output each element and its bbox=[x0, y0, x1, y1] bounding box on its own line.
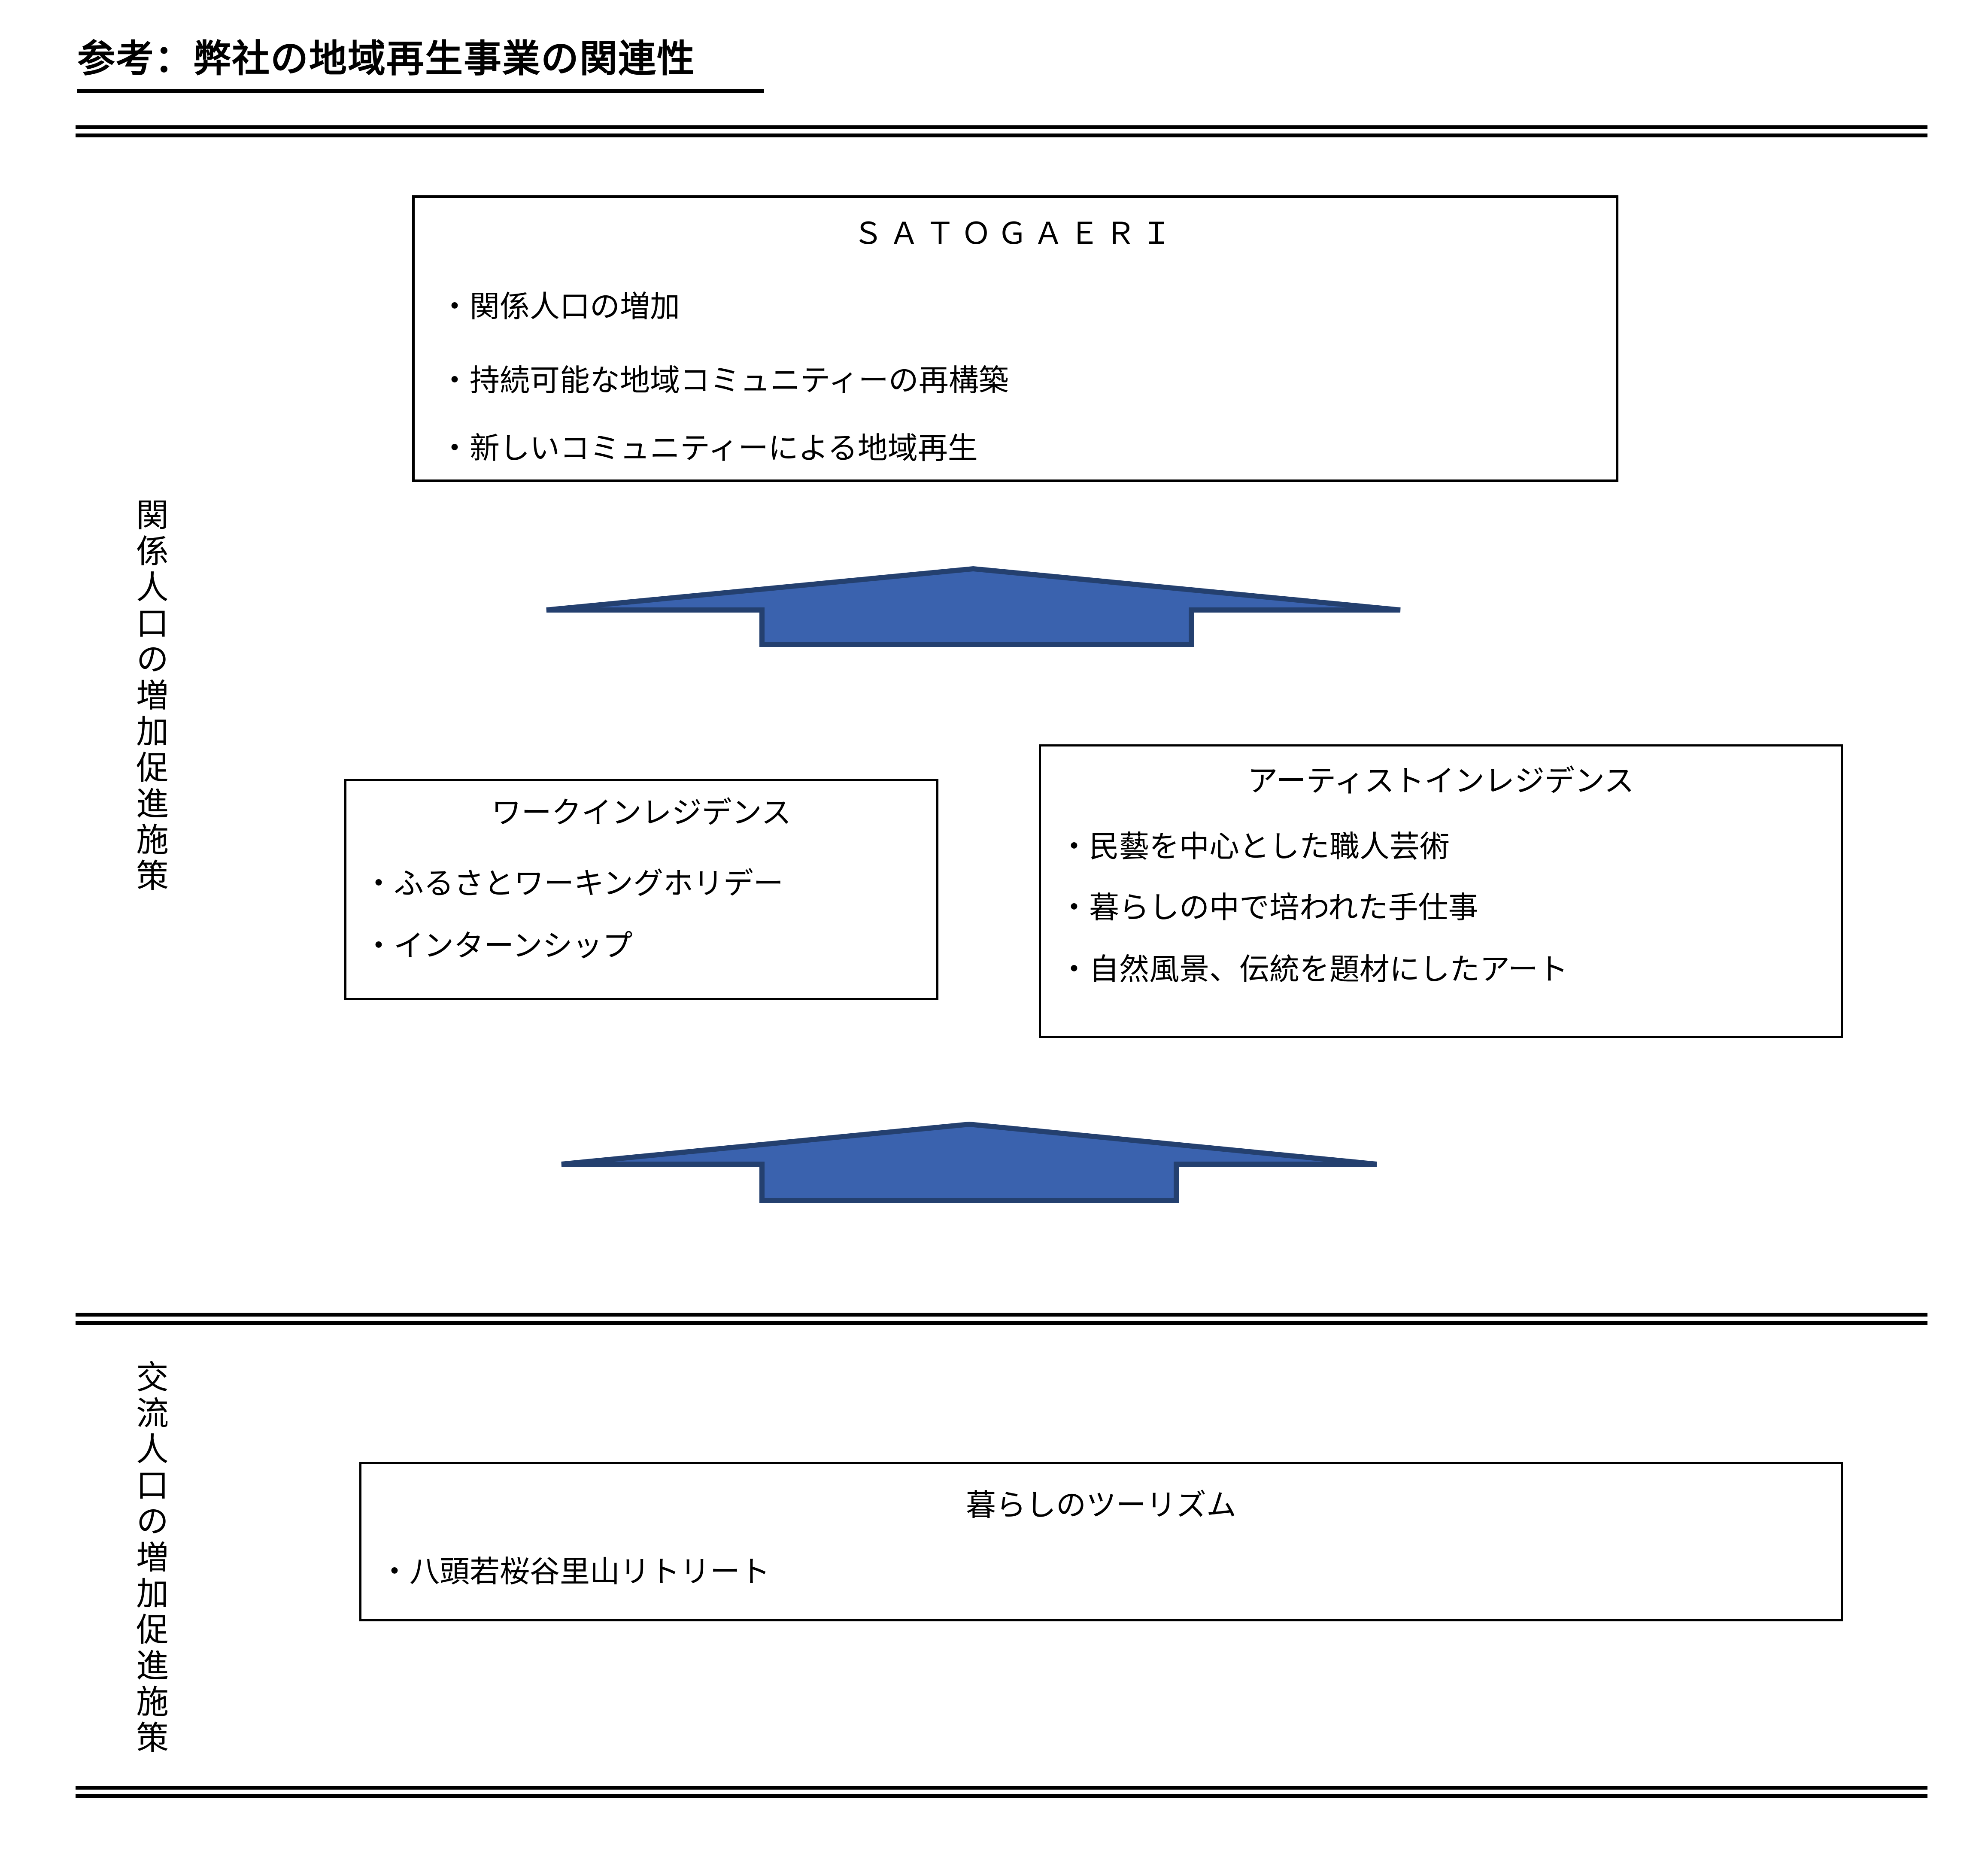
artist-in-residence-box: アーティストインレジデンス ・民藝を中心とした職人芸術 ・暮らしの中で培われた手… bbox=[1039, 744, 1843, 1038]
satogaeri-bullet: ・持続可能な地域コミュニティーの再構築 bbox=[440, 363, 1009, 398]
middle-double-rule bbox=[76, 1313, 1927, 1325]
living-tourism-box: 暮らしのツーリズム ・八頭若桜谷里山リトリート bbox=[359, 1462, 1843, 1621]
up-arrow-icon bbox=[543, 566, 1404, 647]
work-in-residence-bullet: ・ふるさとワーキングホリデー bbox=[364, 866, 783, 901]
work-in-residence-title: ワークインレジデンス bbox=[491, 795, 792, 830]
artist-in-residence-bullet: ・自然風景、伝統を題材にしたアート bbox=[1059, 952, 1568, 987]
satogaeri-bullet: ・新しいコミュニティーによる地域再生 bbox=[440, 431, 978, 466]
living-tourism-title: 暮らしのツーリズム bbox=[966, 1487, 1236, 1523]
page-title: 参考：弊社の地域再生事業の関連性 bbox=[77, 36, 764, 93]
satogaeri-box-title: ＳＡＴＯＧＡＥＲＩ bbox=[853, 216, 1178, 251]
artist-in-residence-title: アーティストインレジデンス bbox=[1247, 763, 1634, 798]
top-double-rule bbox=[76, 125, 1927, 137]
side-label-exchange-population: 交流人口の増加促進施策 bbox=[131, 1360, 169, 1757]
artist-in-residence-bullet: ・暮らしの中で培われた手仕事 bbox=[1059, 890, 1478, 925]
satogaeri-box: ＳＡＴＯＧＡＥＲＩ ・関係人口の増加 ・持続可能な地域コミュニティーの再構築 ・… bbox=[412, 195, 1618, 482]
work-in-residence-box: ワークインレジデンス ・ふるさとワーキングホリデー ・インターンシップ bbox=[344, 779, 938, 1000]
side-label-related-population: 関係人口の増加促進施策 bbox=[131, 498, 169, 895]
up-arrow-icon bbox=[558, 1121, 1380, 1204]
bottom-double-rule bbox=[76, 1786, 1927, 1798]
living-tourism-bullet: ・八頭若桜谷里山リトリート bbox=[379, 1554, 770, 1589]
work-in-residence-bullet: ・インターンシップ bbox=[364, 928, 633, 963]
satogaeri-bullet: ・関係人口の増加 bbox=[440, 289, 680, 324]
artist-in-residence-bullet: ・民藝を中心とした職人芸術 bbox=[1059, 829, 1450, 864]
